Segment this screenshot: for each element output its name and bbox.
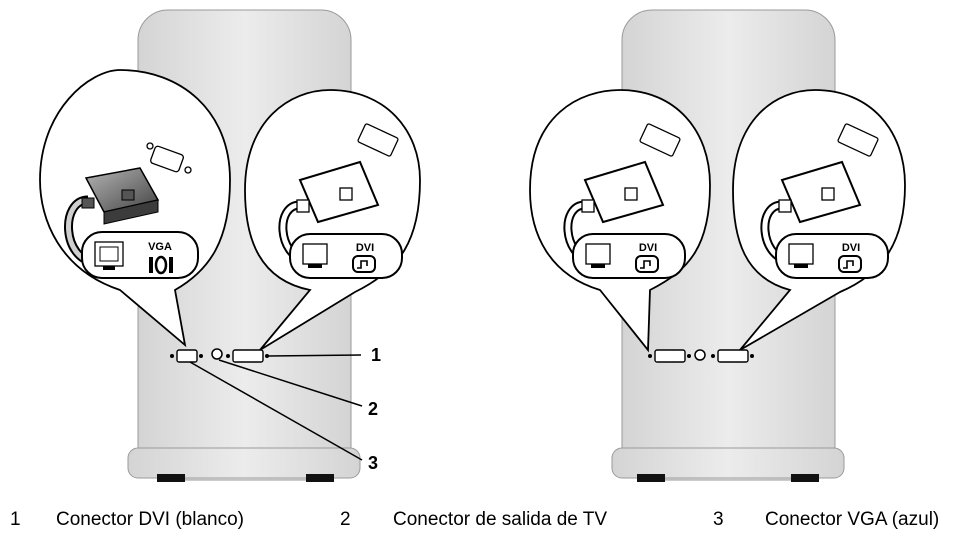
monitor-icon xyxy=(788,243,814,268)
vga-port-tag: VGA xyxy=(148,241,172,253)
tv-out-port xyxy=(211,348,223,360)
tv-out-port xyxy=(694,349,706,361)
dvi-callout-bubble: DVI xyxy=(732,89,906,351)
dvi-plug xyxy=(581,160,665,224)
callout-leader-lines xyxy=(189,354,363,461)
dvi-plug xyxy=(778,160,862,224)
legend-number-3: 3 xyxy=(713,509,724,530)
vga-port xyxy=(176,349,198,363)
monitor-icon xyxy=(302,243,328,268)
dvi-callout-bubble: DVI xyxy=(529,89,711,353)
right-computer: DVI DVI xyxy=(529,9,906,482)
dvi-port xyxy=(717,349,749,363)
legend-number-2: 2 xyxy=(340,509,351,530)
dvi-plug xyxy=(296,160,380,224)
callout-number-1: 1 xyxy=(371,345,381,365)
tower-foot xyxy=(306,474,334,482)
dvi-port-tag: DVI xyxy=(356,242,374,254)
legend-number-1: 1 xyxy=(10,509,21,530)
dvi-port-illustration xyxy=(357,123,399,157)
monitor-icon xyxy=(94,241,124,270)
dvi-port-illustration xyxy=(837,123,879,157)
legend-text-3: Conector VGA (azul) xyxy=(765,509,939,530)
dvi-symbol-icon xyxy=(635,255,659,273)
vga-symbol-icon xyxy=(149,255,173,275)
monitor-icon xyxy=(585,243,611,268)
rear-io-ports xyxy=(170,348,269,363)
dvi-port-illustration xyxy=(639,123,681,157)
dvi-port-tag: DVI xyxy=(639,242,657,254)
dvi-port xyxy=(654,349,686,363)
tower-foot xyxy=(157,474,185,482)
vga-plug xyxy=(81,167,160,225)
dvi-symbol-icon xyxy=(838,255,862,273)
dvi-symbol-icon xyxy=(352,255,376,273)
left-computer: VGA DVI xyxy=(39,9,421,482)
legend: 1 Conector DVI (blanco) 2 Conector de sa… xyxy=(10,509,939,530)
dvi-port-tag: DVI xyxy=(842,242,860,254)
legend-text-2: Conector de salida de TV xyxy=(393,509,607,530)
tower-foot xyxy=(637,474,665,482)
vga-port-illustration xyxy=(146,142,192,174)
rear-io-ports xyxy=(648,349,754,363)
callout-number-2: 2 xyxy=(368,399,378,419)
dvi-port xyxy=(232,349,264,363)
legend-text-1: Conector DVI (blanco) xyxy=(56,509,244,530)
vga-callout-bubble: VGA xyxy=(39,69,231,348)
dvi-callout-bubble: DVI xyxy=(244,89,421,351)
callout-number-3: 3 xyxy=(368,453,378,473)
tower-foot xyxy=(791,474,819,482)
